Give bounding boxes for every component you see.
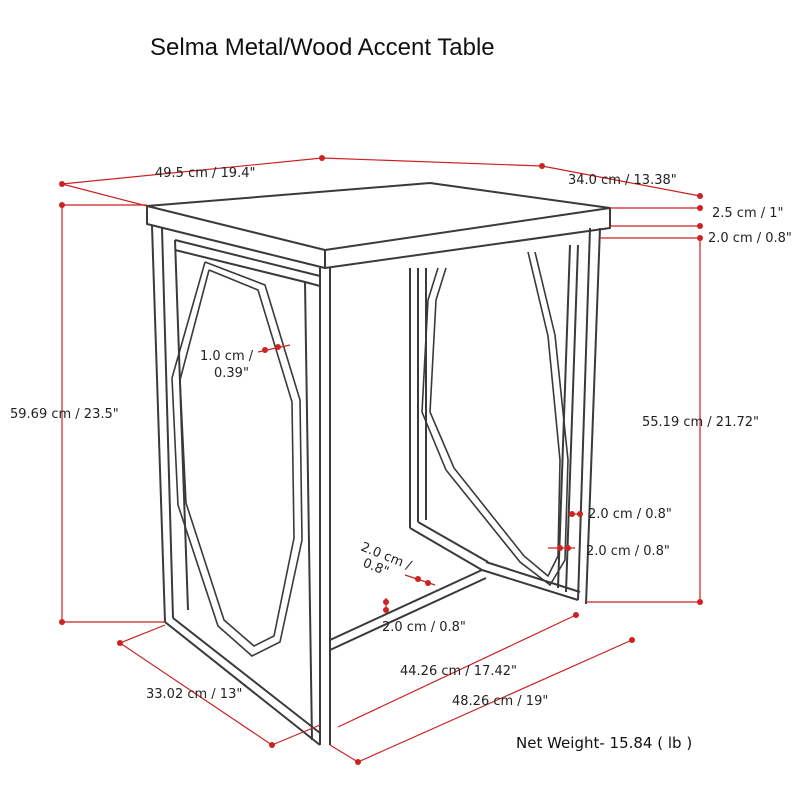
right-side-octagon [421, 251, 569, 587]
label-apron: 2.0 cm / 0.8" [708, 231, 792, 246]
label-top-thickness: 2.5 cm / 1" [712, 206, 784, 221]
label-base-width: 48.26 cm / 19" [452, 694, 548, 709]
front-right-leg [319, 266, 331, 745]
label-base-depth: 33.02 cm / 13" [146, 687, 242, 702]
right-side-frame [481, 227, 601, 605]
back-base-rail [409, 521, 489, 571]
diagram-title: Selma Metal/Wood Accent Table [150, 34, 495, 61]
front-base-rail [329, 569, 487, 651]
label-top-depth: 34.0 cm / 13.38" [568, 173, 677, 188]
label-rod-thickness-1: 1.0 cm / [200, 349, 254, 364]
label-top-width: 49.5 cm / 19.4" [155, 166, 255, 181]
label-rod-thickness-2: 0.39" [214, 366, 249, 381]
right-inner-rails [425, 244, 579, 593]
label-total-height: 59.69 cm / 23.5" [10, 407, 119, 422]
label-base-rail-front: 2.0 cm / 0.8" [382, 620, 466, 635]
left-side-frame [164, 239, 321, 746]
table-top-edge [146, 206, 611, 269]
table-top [146, 182, 611, 251]
dimension-lines [59, 155, 703, 765]
net-weight: Net Weight- 15.84 ( lb ) [516, 734, 692, 752]
label-inner-width: 44.26 cm / 17.42" [400, 664, 517, 679]
label-frame-height: 55.19 cm / 21.72" [642, 415, 759, 430]
left-side-octagon [171, 261, 303, 657]
label-side-rail-1: 2.0 cm / 0.8" [588, 507, 672, 522]
front-left-leg [151, 225, 174, 623]
back-leg [409, 268, 419, 528]
label-side-rail-2: 2.0 cm / 0.8" [586, 544, 670, 559]
table-drawing [146, 182, 611, 746]
